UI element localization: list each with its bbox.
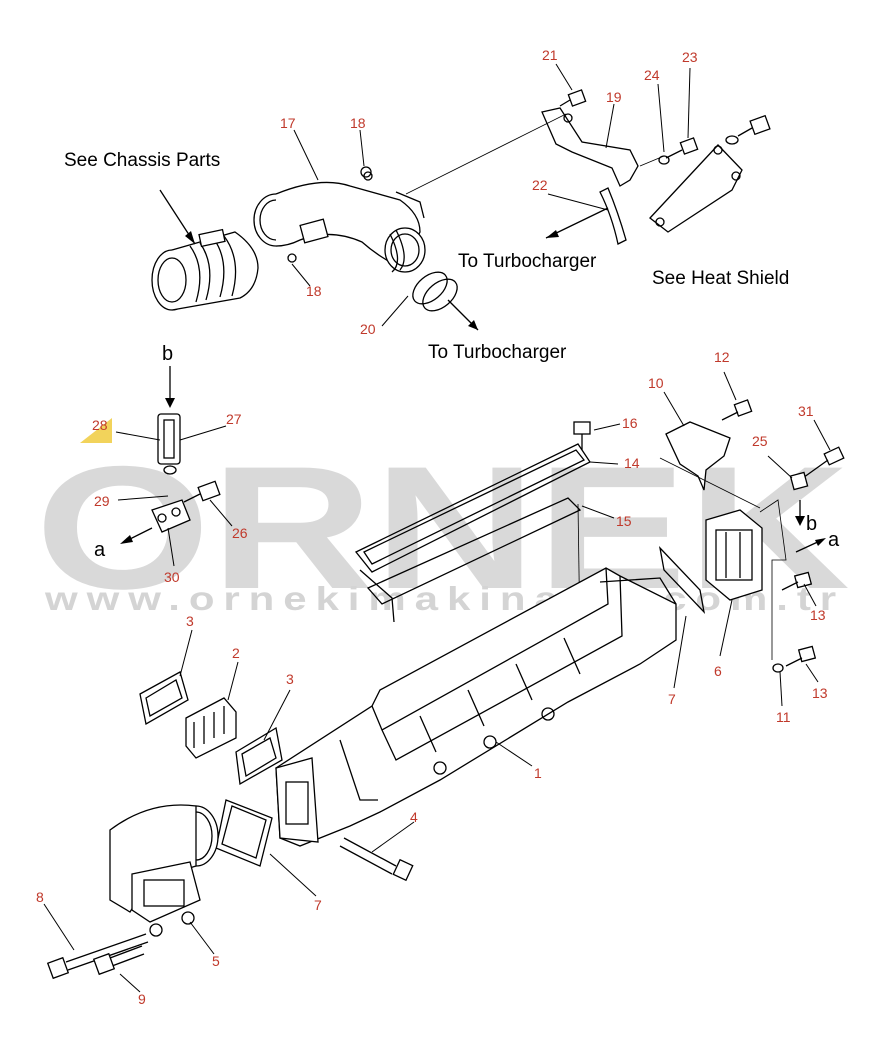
part-number: 31 — [798, 403, 814, 419]
end-cover-drawing — [705, 509, 763, 601]
gasket-7-lower-drawing — [215, 799, 273, 867]
part-number: 7 — [314, 897, 322, 913]
bolts-8-9-drawing — [46, 933, 149, 980]
gasket-7-upper-drawing — [658, 545, 706, 615]
top-bolts-drawing — [360, 89, 771, 178]
cover-10-drawing — [659, 421, 761, 509]
see-heat-shield-label: See Heat Shield — [652, 268, 789, 289]
watermark-accent-triangle — [80, 418, 112, 443]
ref-a-left: a — [94, 539, 106, 561]
part-number: 20 — [360, 321, 376, 337]
ab-leader-lines — [759, 499, 826, 660]
ref-b-right: b — [806, 513, 817, 535]
part-number: 4 — [410, 809, 418, 825]
part-number: 8 — [36, 889, 44, 905]
part-number: 29 — [94, 493, 110, 509]
part-number: 25 — [752, 433, 768, 449]
part-number: 13 — [810, 607, 826, 623]
chassis-hose-drawing — [151, 189, 259, 311]
part-number: 18 — [306, 283, 322, 299]
bracket-drawing — [405, 107, 665, 245]
part-number: 3 — [186, 613, 194, 629]
part-number: 2 — [232, 645, 240, 661]
part-number: 27 — [226, 411, 242, 427]
to-turbocharger-label-1: To Turbocharger — [458, 251, 597, 272]
to-turbocharger-label-2: To Turbocharger — [428, 342, 567, 363]
part-number: 1 — [534, 765, 542, 781]
ref-a-right: a — [828, 529, 840, 551]
part-number: 21 — [542, 47, 558, 63]
part-number: 5 — [212, 953, 220, 969]
part-number: 10 — [648, 375, 664, 391]
watermark-url: www.ornekimakinalar.com.tr — [44, 580, 845, 617]
right-bolts-drawing — [573, 399, 845, 673]
part-number: 24 — [644, 67, 660, 83]
callout-labels: See Chassis Parts See Heat Shield To Tur… — [64, 150, 840, 561]
part-number: 17 — [280, 115, 296, 131]
part-number: 26 — [232, 525, 248, 541]
sensor-assembly-drawing — [120, 366, 221, 544]
heat-shield-drawing — [649, 144, 743, 233]
see-chassis-label: See Chassis Parts — [64, 150, 220, 171]
elbow-tube-drawing — [253, 171, 426, 273]
turbo-arrows — [447, 207, 609, 331]
part-number: 6 — [714, 663, 722, 679]
part-number: 22 — [532, 177, 548, 193]
part-number: 11 — [776, 709, 791, 725]
part-number: 23 — [682, 49, 698, 65]
part-number: 12 — [714, 349, 730, 365]
part-number: 9 — [138, 991, 146, 1007]
part-number: 3 — [286, 671, 294, 687]
o-ring-drawing — [412, 271, 458, 312]
part-number: 13 — [812, 685, 828, 701]
part-number: 19 — [606, 89, 622, 105]
part-number: 16 — [622, 415, 638, 431]
long-bolt-4-drawing — [339, 837, 414, 882]
ref-b-top: b — [162, 343, 173, 365]
manifold-drawing — [275, 567, 677, 847]
heater-housing-drawing — [109, 804, 219, 937]
part-numbers: 21 19 24 23 17 18 22 18 20 12 10 16 31 2… — [36, 47, 828, 1007]
heater-drawing — [139, 671, 283, 786]
part-number: 18 — [350, 115, 366, 131]
leader-lines — [43, 63, 831, 993]
part-number: 30 — [164, 569, 180, 585]
part-number: 15 — [616, 513, 632, 529]
part-number: 7 — [668, 691, 676, 707]
part-number: 28 — [92, 417, 108, 433]
part-number: 14 — [624, 455, 640, 471]
